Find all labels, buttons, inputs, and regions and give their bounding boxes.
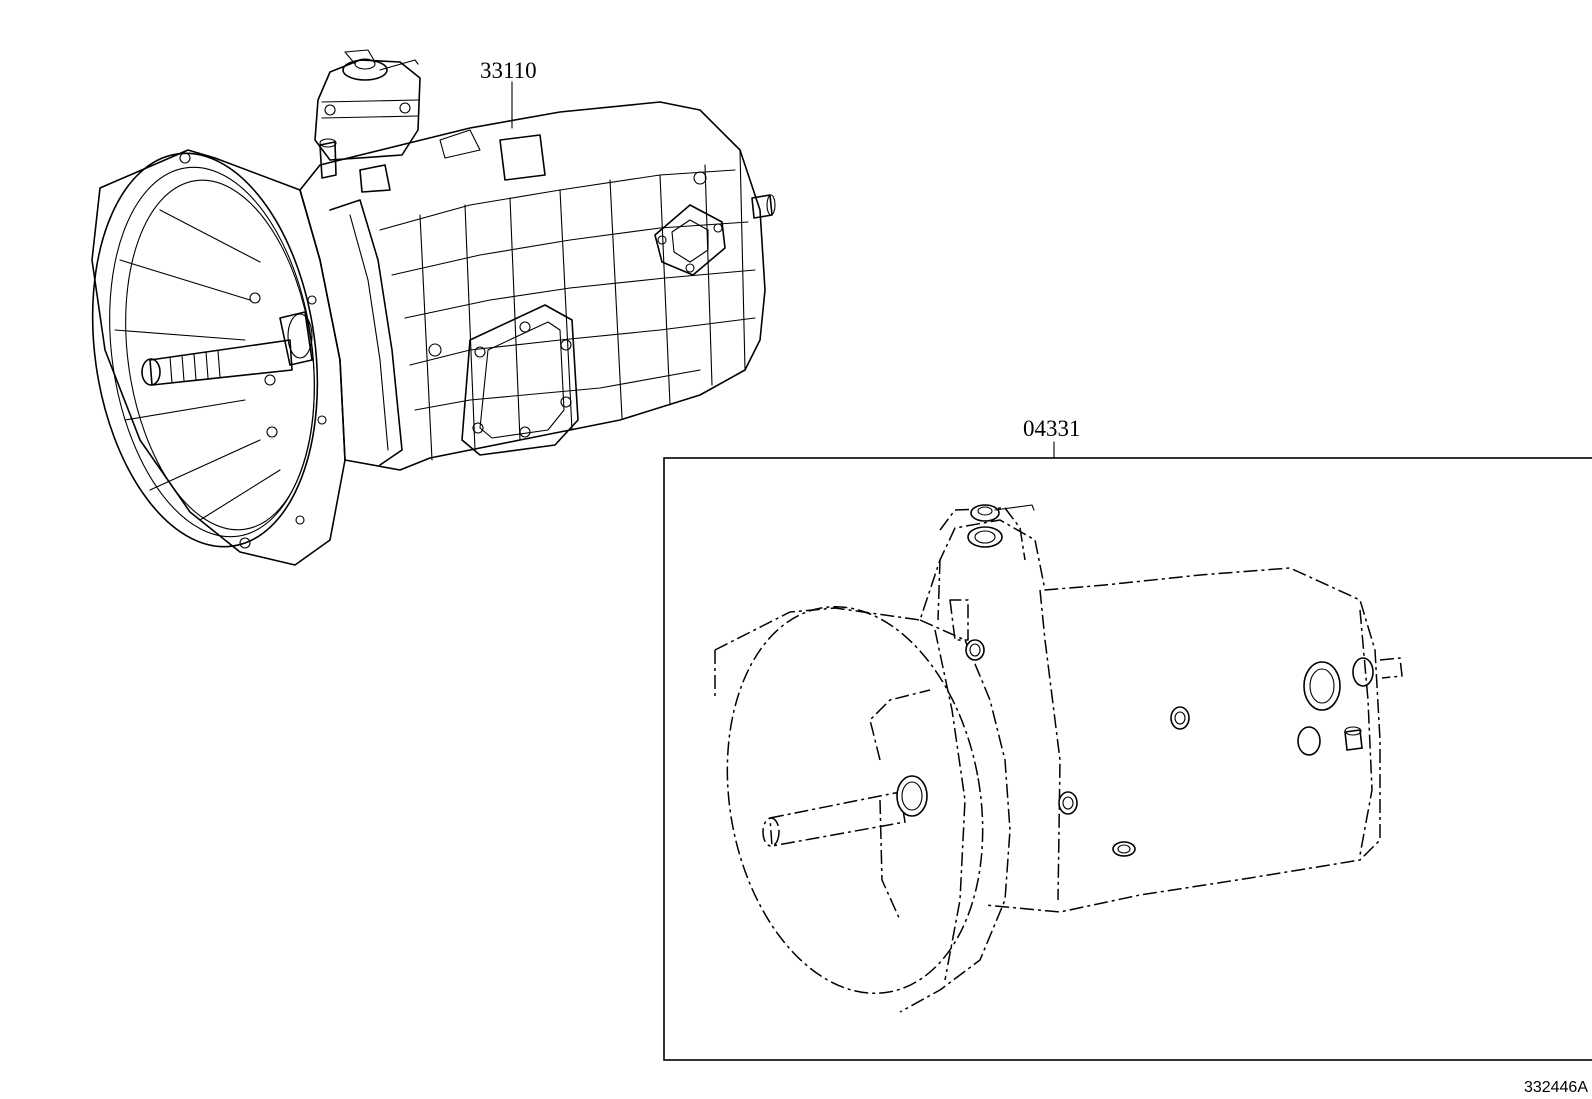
transmission-gasket-kit-icon[interactable] bbox=[698, 504, 1403, 1014]
gasket-kit-frame bbox=[663, 457, 1592, 1061]
part-number-33110[interactable]: 33110 bbox=[480, 58, 537, 83]
phantom-outline bbox=[714, 507, 1403, 1013]
input-shaft bbox=[141, 311, 313, 386]
rear-mount-plate bbox=[654, 171, 726, 276]
seals-and-gaskets bbox=[896, 504, 1374, 857]
shift-tower bbox=[314, 49, 546, 193]
side-cover-plate bbox=[428, 304, 579, 456]
output-shaft bbox=[751, 194, 776, 219]
part-number-04331[interactable]: 04331 bbox=[1023, 416, 1081, 441]
bell-housing bbox=[91, 149, 346, 566]
transmission-assembly-icon[interactable] bbox=[69, 49, 776, 566]
figure-id: 332446A bbox=[1524, 1079, 1588, 1096]
